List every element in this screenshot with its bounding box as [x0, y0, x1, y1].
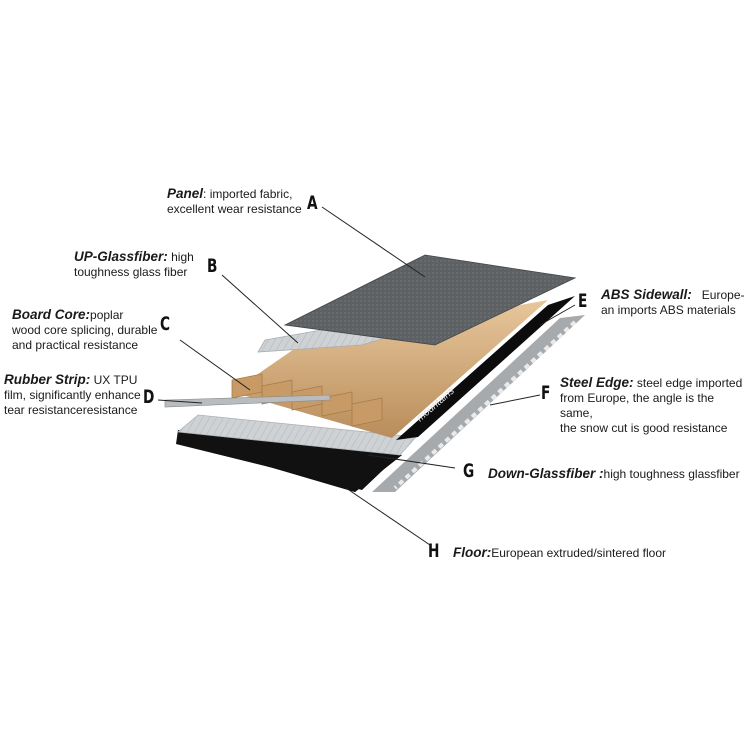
label-d-line3: tear resistanceresistance [4, 403, 137, 417]
label-c-line1: poplar [90, 308, 123, 322]
label-d-title: Rubber Strip: [4, 372, 90, 387]
label-e: ABS Sidewall: Europe- an imports ABS mat… [601, 287, 745, 318]
label-f-line3: the snow cut is good resistance [560, 421, 727, 435]
label-a-title: Panel [167, 186, 203, 201]
label-g: Down-Glassfiber :high toughness glassfib… [488, 466, 740, 482]
letter-e: E [578, 290, 587, 312]
letter-c: C [160, 313, 170, 335]
leader-c [180, 340, 250, 390]
letter-b: B [207, 255, 217, 277]
label-e-line2: an imports ABS materials [601, 303, 736, 317]
label-h-title: Floor: [453, 545, 491, 560]
label-b-title: UP-Glassfiber: [74, 249, 168, 264]
label-d: Rubber Strip: UX TPU film, significantly… [4, 372, 141, 418]
label-d-line1: UX TPU [94, 373, 138, 387]
leader-a [322, 207, 425, 277]
label-f-title: Steel Edge: [560, 375, 634, 390]
label-e-line1: Europe- [702, 288, 745, 302]
label-c-line2: wood core splicing, durable [12, 323, 157, 337]
label-a: Panel: imported fabric, excellent wear r… [167, 186, 302, 217]
label-c-line3: and practical resistance [12, 338, 138, 352]
leader-b [222, 275, 298, 343]
label-h-line1: European extruded/sintered floor [491, 546, 666, 560]
label-b-line1: high [171, 250, 194, 264]
label-e-title: ABS Sidewall: [601, 287, 692, 302]
label-c-title: Board Core: [12, 307, 90, 322]
label-e-sep [692, 288, 702, 302]
label-b-line2: toughness glass fiber [74, 265, 187, 279]
label-f-line1: steel edge imported [637, 376, 742, 390]
letter-a: A [307, 192, 318, 214]
letter-d: D [143, 386, 154, 408]
label-f: Steel Edge: steel edge imported from Eur… [560, 375, 750, 436]
label-g-line1: high toughness glassfiber [604, 467, 740, 481]
label-f-line2: from Europe, the angle is the same, [560, 391, 714, 420]
label-a-sep: : [203, 187, 210, 201]
label-a-line1: imported fabric, [210, 187, 293, 201]
label-d-line2: film, significantly enhance [4, 388, 141, 402]
label-b: UP-Glassfiber: high toughness glass fibe… [74, 249, 194, 280]
label-h: Floor:European extruded/sintered floor [453, 545, 666, 561]
letter-f: F [541, 382, 550, 404]
letter-g: G [463, 460, 474, 482]
letter-h: H [428, 540, 439, 562]
label-a-line2: excellent wear resistance [167, 202, 302, 216]
leader-h [346, 488, 430, 545]
label-c: Board Core:poplar wood core splicing, du… [12, 307, 157, 353]
label-g-title: Down-Glassfiber : [488, 466, 604, 481]
